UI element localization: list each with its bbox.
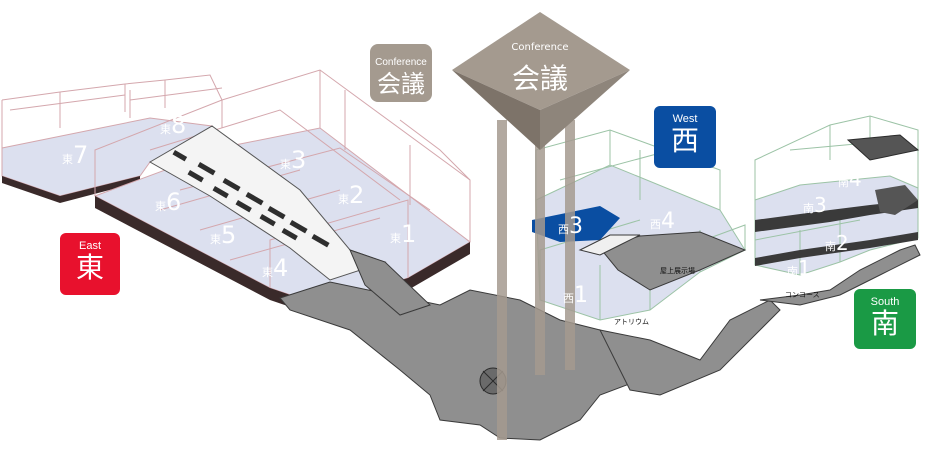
conference-badge-en: Conference xyxy=(375,57,427,68)
label-atrium: アトリウム xyxy=(614,318,649,326)
ground-floor-plan xyxy=(279,244,921,441)
hall-prefix: 南 xyxy=(803,202,814,215)
hall-number: 2 xyxy=(694,309,708,334)
hall-number: 5 xyxy=(221,221,236,249)
south-badge-en: South xyxy=(870,296,900,308)
conference-tower-en: Conference xyxy=(511,42,568,53)
hall-number: 1 xyxy=(401,220,416,248)
hall-prefix: 東 xyxy=(262,266,273,279)
west-badge-en: West xyxy=(672,113,698,125)
hall-prefix: 西 xyxy=(558,223,569,236)
hall-prefix: 東 xyxy=(390,232,401,245)
hall-prefix: 南 xyxy=(787,265,798,278)
hall-prefix: 西 xyxy=(650,218,661,231)
hall-number: 2 xyxy=(836,231,849,255)
hall-number: 4 xyxy=(849,167,862,191)
hall-prefix: 東 xyxy=(155,200,166,213)
label-concourse: コンコース xyxy=(785,291,820,299)
hall-west-3-highlight xyxy=(532,206,620,242)
hall-number: 1 xyxy=(574,283,588,308)
hall-number: 6 xyxy=(166,188,181,216)
east-badge-en: East xyxy=(78,240,101,252)
hall-prefix: 南 xyxy=(838,176,849,189)
label-rooftop-exhibition: 屋上展示場 xyxy=(660,266,695,275)
west-badge-jp: 西 xyxy=(670,124,699,157)
south-badge-jp: 南 xyxy=(870,307,899,340)
hall-number: 1 xyxy=(798,256,811,280)
hall-prefix: 東 xyxy=(210,233,221,246)
hall-prefix: 南 xyxy=(825,240,836,253)
hall-number: 4 xyxy=(661,209,675,234)
conference-tower-jp: 会議 xyxy=(512,62,568,95)
hall-number: 8 xyxy=(171,111,186,139)
hall-number: 3 xyxy=(291,146,306,174)
south-hall-block xyxy=(754,115,920,276)
west-area-badge: West 西 xyxy=(654,106,716,168)
south-area-badge: South 南 xyxy=(854,289,916,349)
hall-prefix: 東 xyxy=(338,193,349,206)
hall-prefix: 西 xyxy=(683,318,694,331)
conference-tower: Conference 会議 xyxy=(452,12,630,440)
east-badge-jp: 東 xyxy=(75,251,104,284)
hall-number: 4 xyxy=(273,254,288,282)
hall-prefix: 西 xyxy=(563,292,574,305)
conference-badge: Conference 会議 xyxy=(370,44,432,102)
hall-prefix: 東 xyxy=(280,158,291,171)
hall-prefix: 東 xyxy=(62,153,73,166)
hall-number: 3 xyxy=(814,193,827,217)
hall-number: 3 xyxy=(569,214,583,239)
hall-prefix: 東 xyxy=(160,123,171,136)
east-area-badge: East 東 xyxy=(60,233,120,295)
conference-badge-jp: 会議 xyxy=(377,70,425,98)
hall-number: 7 xyxy=(73,141,88,169)
west-hall-block xyxy=(532,129,747,321)
hall-number: 2 xyxy=(349,181,364,209)
